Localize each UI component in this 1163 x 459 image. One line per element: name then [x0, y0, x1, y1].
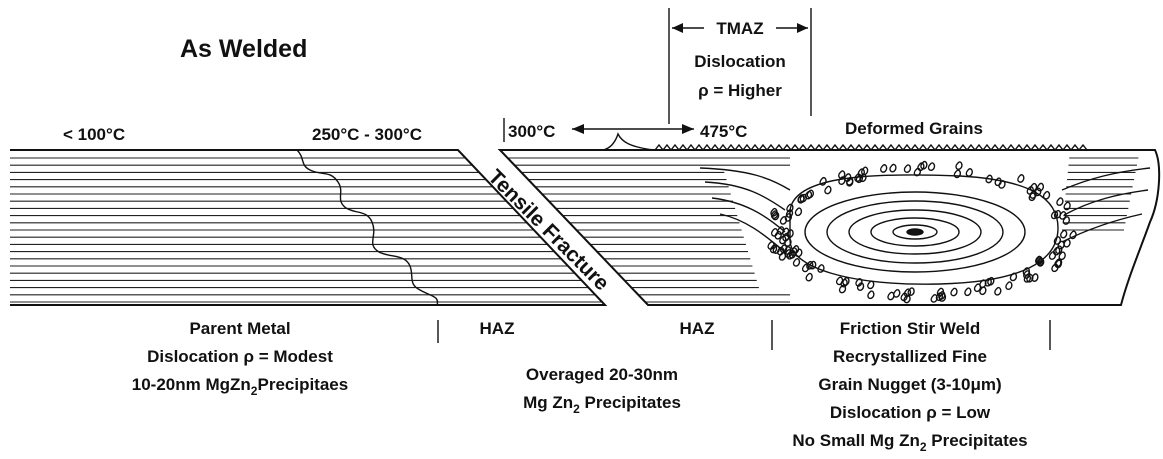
haz-precipitates-note: Mg Zn2 Precipitates	[523, 393, 681, 416]
left-plate-layers	[10, 157, 603, 303]
fsw-precipitates: No Small Mg Zn2 Precipitates	[792, 431, 1027, 454]
haz-label-right: HAZ	[680, 319, 715, 338]
tmaz-arrowhead-right	[797, 23, 808, 33]
fsw-dislocation: Dislocation ρ = Low	[830, 403, 991, 422]
right-plate-layers	[507, 157, 1139, 303]
tmaz-dislocation: Dislocation	[694, 52, 786, 71]
left-plate-outline	[10, 149, 608, 306]
left-plate	[10, 149, 608, 306]
temp-label-left: < 100°C	[63, 125, 125, 144]
diagram-title: As Welded	[180, 35, 307, 63]
parent-metal-title: Parent Metal	[189, 319, 290, 338]
tmaz-arrowhead-left	[672, 23, 683, 33]
flow-lines	[699, 167, 1151, 253]
right-plate	[497, 132, 1161, 306]
parent-metal-precipitates: 10-20nm MgZn2Precipitaes	[132, 375, 348, 398]
right-plate-outline	[497, 149, 1161, 306]
tmaz-label: TMAZ	[716, 19, 763, 38]
arrowhead-right	[682, 124, 694, 134]
parent-metal-dislocation: Dislocation ρ = Modest	[147, 347, 333, 366]
fsw-title: Friction Stir Weld	[840, 319, 980, 338]
temp-label-mid: 250°C - 300°C	[312, 125, 422, 144]
temp-label-tmaz: 475°C	[700, 122, 747, 141]
temp-label-haz: 300°C	[508, 122, 555, 141]
haz-overaged-note: Overaged 20-30nm	[526, 365, 678, 384]
arrowhead-left	[572, 124, 584, 134]
deformed-grains-serration	[654, 143, 1088, 152]
weld-nugget-rings	[804, 191, 1026, 273]
recrystallized-grains	[767, 160, 1077, 304]
fsw-grain-nugget: Grain Nugget (3-10μm)	[818, 375, 1001, 394]
fsw-recrystallized: Recrystallized Fine	[833, 347, 987, 366]
isotherm-boundary	[296, 149, 439, 306]
haz-label-left: HAZ	[480, 319, 515, 338]
weld-flash	[602, 132, 655, 151]
deformed-grains-label: Deformed Grains	[845, 119, 983, 138]
tmaz-density: ρ = Higher	[698, 81, 782, 100]
